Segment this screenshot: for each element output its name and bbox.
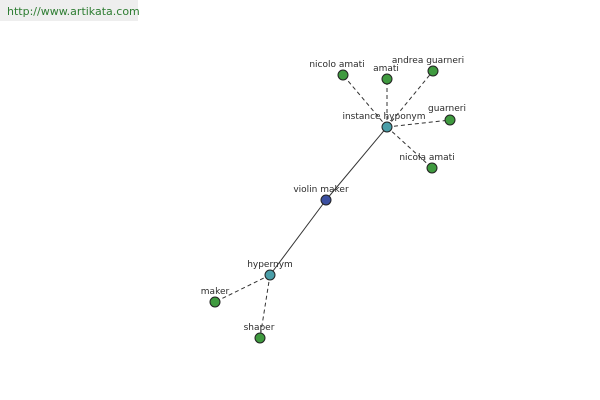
node-center[interactable] (320, 194, 332, 206)
node-guarneri[interactable] (444, 114, 456, 126)
node-maker[interactable] (209, 296, 221, 308)
node-andrea-guarneri[interactable] (427, 65, 439, 77)
edge-center-hypernym (269, 199, 327, 276)
graph-nodes (209, 65, 456, 344)
node-amati[interactable] (381, 73, 393, 85)
label-instance-hyponym[interactable]: instance hyponym (342, 112, 425, 122)
edge-instance-hyponym-nicolo-amati (342, 74, 388, 128)
label-nicola-amati[interactable]: nicola amati (399, 153, 454, 163)
label-nicolo-amati[interactable]: nicolo amati (309, 60, 364, 70)
graph-edges (214, 70, 451, 339)
label-andrea-guarneri[interactable]: andrea guarneri (392, 56, 464, 66)
label-maker[interactable]: maker (201, 287, 230, 297)
edge-center-instance-hyponym (325, 126, 388, 201)
label-shaper[interactable]: shaper (244, 323, 275, 333)
node-hypernym[interactable] (264, 269, 276, 281)
graph-labels: violin maker instance hyponym hypernym n… (201, 56, 466, 333)
edge-instance-hyponym-nicola-amati (386, 126, 433, 169)
edge-instance-hyponym-guarneri (386, 119, 451, 128)
edge-hypernym-shaper (259, 274, 271, 339)
edge-hypernym-maker (214, 274, 271, 303)
label-center[interactable]: violin maker (293, 185, 349, 195)
site-url[interactable]: http://www.artikata.com (0, 0, 140, 21)
edge-instance-hyponym-andrea-guarneri (386, 70, 434, 128)
node-shaper[interactable] (254, 332, 266, 344)
label-amati[interactable]: amati (373, 64, 399, 74)
node-nicola-amati[interactable] (426, 162, 438, 174)
node-nicolo-amati[interactable] (337, 69, 349, 81)
label-guarneri[interactable]: guarneri (428, 104, 466, 114)
node-instance-hyponym[interactable] (381, 121, 393, 133)
label-hypernym[interactable]: hypernym (247, 260, 293, 270)
